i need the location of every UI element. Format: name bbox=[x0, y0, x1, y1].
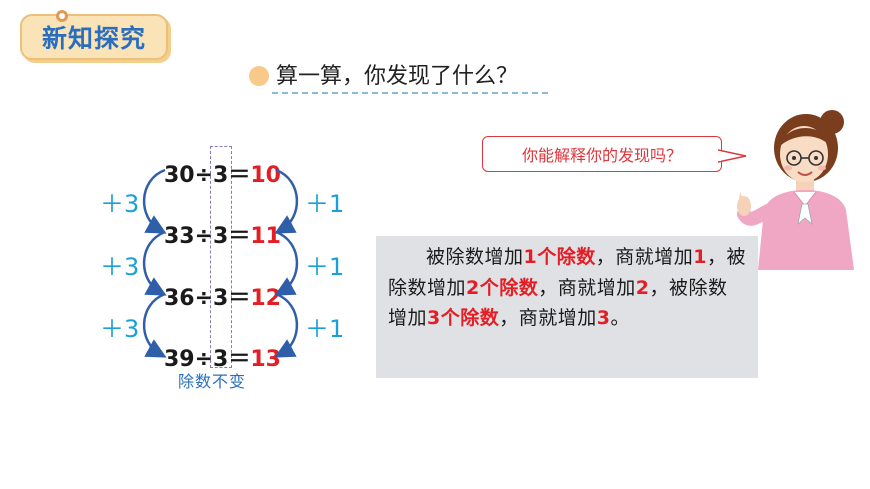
equation-lhs: 33÷3＝ bbox=[164, 224, 251, 249]
right-step-label: ＋1 bbox=[305, 190, 345, 218]
explanation-text: ，商就增加 bbox=[595, 246, 694, 268]
explanation-highlight: 2 bbox=[635, 276, 650, 299]
right-step-label: ＋1 bbox=[305, 315, 345, 343]
section-title: 新知探究 bbox=[41, 24, 146, 53]
speech-tail-icon bbox=[718, 149, 747, 163]
explanation-highlight: 1个除数 bbox=[523, 246, 596, 268]
explanation-text: 被除数增加 bbox=[426, 246, 524, 268]
equation-lhs: 39÷3＝ bbox=[164, 347, 251, 372]
equation-row: 39÷3＝13 bbox=[164, 341, 281, 373]
explanation-text: ，被除数增加 bbox=[388, 246, 747, 299]
teacher-illustration bbox=[737, 110, 854, 270]
explanation-highlight: 2个除数 bbox=[466, 276, 539, 299]
left-step-label: ＋3 bbox=[100, 190, 140, 218]
bullet-dot-icon bbox=[249, 66, 269, 86]
prompt-underline bbox=[272, 92, 548, 94]
equation-quotient: 10 bbox=[250, 163, 281, 188]
equation-quotient: 11 bbox=[250, 224, 281, 249]
equation-quotient: 13 bbox=[250, 347, 281, 372]
explanation-highlight: 3 bbox=[596, 307, 611, 329]
equation-lhs: 30÷3＝ bbox=[164, 163, 251, 188]
explanation-text: ，商就增加 bbox=[538, 276, 636, 299]
prompt-question: 算一算，你发现了什么？ bbox=[276, 64, 519, 89]
equation-lhs: 36÷3＝ bbox=[164, 286, 251, 311]
left-step-label: ＋3 bbox=[100, 315, 140, 343]
left-arrow-3 bbox=[142, 292, 167, 358]
equation-row: 30÷3＝10 bbox=[164, 157, 281, 189]
equation-row: 33÷3＝11 bbox=[164, 218, 281, 250]
equation-row: 36÷3＝12 bbox=[164, 280, 281, 312]
right-step-label: ＋1 bbox=[305, 253, 345, 281]
section-badge: 新知探究 bbox=[20, 10, 168, 60]
left-step-label: ＋3 bbox=[100, 253, 140, 281]
explanation-highlight: 1 bbox=[693, 246, 707, 268]
explanation-text: ，被除数增加 bbox=[388, 276, 728, 330]
explanation-highlight: 3个除数 bbox=[427, 307, 500, 329]
speech-bubble: 你能解释你的发现吗？ bbox=[482, 136, 722, 172]
explanation-text: 。 bbox=[610, 307, 631, 329]
left-arrow-2 bbox=[142, 230, 167, 296]
ring-icon bbox=[56, 10, 68, 22]
explanation-text: ，商就增加 bbox=[499, 307, 597, 329]
divisor-highlight-box bbox=[210, 146, 232, 368]
speech-text: 你能解释你的发现吗？ bbox=[521, 146, 682, 165]
explanation-box: 被除数增加1个除数，商就增加1，被除数增加2个除数，商就增加2，被除数增加3个除… bbox=[376, 236, 758, 378]
divisor-caption: 除数不变 bbox=[178, 372, 247, 391]
equation-quotient: 12 bbox=[250, 286, 281, 311]
left-arrow-1 bbox=[142, 168, 167, 234]
